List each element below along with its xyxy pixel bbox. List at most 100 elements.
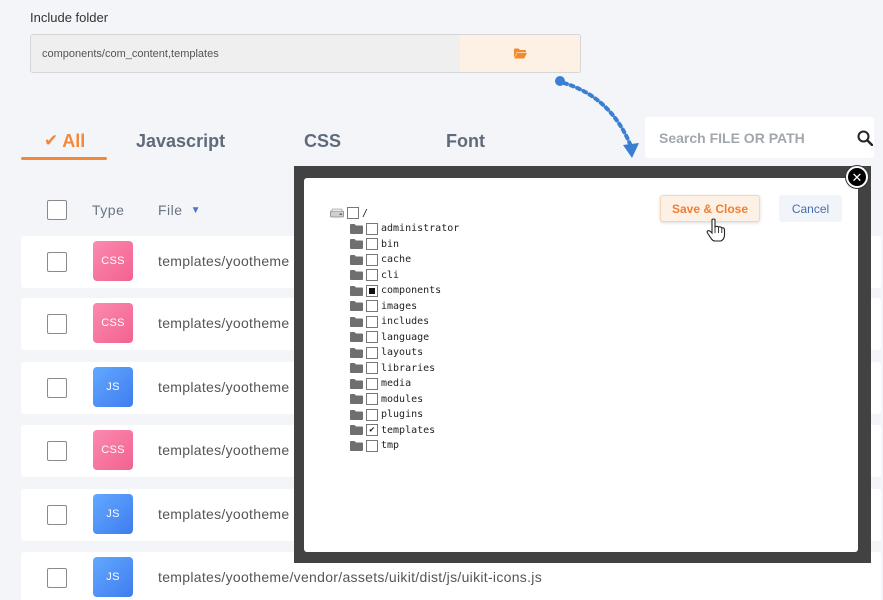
tree-folder-label: modules xyxy=(381,393,424,405)
tree-folder-label: tmp xyxy=(381,440,400,451)
include-folder-field xyxy=(30,34,581,73)
folder-icon xyxy=(350,285,363,296)
tree-folder-label: components xyxy=(381,285,442,296)
include-folder-input[interactable] xyxy=(31,35,460,72)
row-file-path[interactable]: templates/yootheme xyxy=(158,442,290,458)
tree-folder-label: bin xyxy=(381,238,400,250)
tree-checkbox[interactable] xyxy=(366,439,378,452)
folder-icon xyxy=(350,301,363,311)
tree-folder-label: layouts xyxy=(381,347,424,358)
row-checkbox[interactable] xyxy=(47,441,67,461)
tree-checkbox[interactable] xyxy=(366,300,378,312)
drive-icon xyxy=(330,208,344,218)
tree-folder-cache[interactable]: cache xyxy=(350,253,411,267)
table-header: Type File ▼ xyxy=(21,190,881,230)
tree-folder-includes[interactable]: includes xyxy=(350,315,429,329)
tree-folder-bin[interactable]: bin xyxy=(350,237,399,251)
type-badge: JS xyxy=(93,494,133,534)
row-file-path[interactable]: templates/yootheme/vendor/assets/uikit/d… xyxy=(158,569,543,585)
row-checkbox[interactable] xyxy=(47,252,67,272)
include-folder-label: Include folder xyxy=(30,10,109,25)
folder-icon xyxy=(350,332,363,342)
search-icon xyxy=(857,130,873,146)
folder-picker-overlay: Save & Close Cancel / administrator xyxy=(294,166,871,563)
tree-folder-media[interactable]: media xyxy=(350,377,411,391)
tree-folder-layouts[interactable]: layouts xyxy=(350,346,423,360)
tree-root[interactable]: / xyxy=(330,206,368,220)
dotted-arrow xyxy=(555,76,639,158)
tab-javascript[interactable]: Javascript xyxy=(136,130,226,151)
tree-folder-label: language xyxy=(381,331,430,343)
tree-root-label: / xyxy=(362,207,369,219)
folder-open-icon xyxy=(513,48,527,59)
type-badge: JS xyxy=(93,367,133,407)
tree-folder-administrator[interactable]: administrator xyxy=(350,222,459,236)
save-close-button[interactable]: Save & Close xyxy=(660,195,760,222)
tree-folder-templates[interactable]: templates xyxy=(350,423,435,437)
tree-checkbox[interactable] xyxy=(366,362,378,374)
row-checkbox[interactable] xyxy=(47,568,67,588)
tree-folder-label: includes xyxy=(381,316,430,327)
tree-folder-label: plugins xyxy=(381,409,424,420)
folder-icon xyxy=(350,316,363,327)
folder-icon xyxy=(350,378,363,389)
tree-checkbox[interactable] xyxy=(366,315,378,328)
search-box xyxy=(645,117,874,158)
tree-folder-label: administrator xyxy=(381,223,460,234)
folder-icon xyxy=(350,409,363,420)
close-icon[interactable]: ✕ xyxy=(846,166,868,188)
tree-folder-tmp[interactable]: tmp xyxy=(350,439,399,453)
folder-icon xyxy=(350,363,363,373)
tree-checkbox[interactable] xyxy=(366,377,378,390)
folder-icon xyxy=(350,347,363,358)
column-file[interactable]: File ▼ xyxy=(158,202,201,218)
folder-icon xyxy=(350,270,363,280)
tab-all-label: All xyxy=(62,130,86,151)
select-all-checkbox[interactable] xyxy=(47,200,67,220)
row-file-path[interactable]: templates/yootheme xyxy=(158,506,290,522)
tree-folder-label: media xyxy=(381,378,412,389)
row-file-path[interactable]: templates/yootheme xyxy=(158,379,290,395)
folder-icon xyxy=(350,223,363,234)
search-input[interactable] xyxy=(645,117,855,158)
tab-font[interactable]: Font xyxy=(446,130,485,151)
row-checkbox[interactable] xyxy=(47,378,67,398)
tree-folder-language[interactable]: language xyxy=(350,330,429,344)
tree-checkbox[interactable] xyxy=(347,207,359,219)
tree-folder-cli[interactable]: cli xyxy=(350,268,399,282)
tree-checkbox[interactable] xyxy=(366,269,378,281)
tree-folder-modules[interactable]: modules xyxy=(350,392,423,406)
tree-folder-libraries[interactable]: libraries xyxy=(350,361,435,375)
row-file-path[interactable]: templates/yootheme xyxy=(158,253,290,269)
tree-checkbox[interactable] xyxy=(366,331,378,343)
tree-checkbox[interactable] xyxy=(366,393,378,405)
tree-folder-plugins[interactable]: plugins xyxy=(350,408,423,422)
tree-folder-images[interactable]: images xyxy=(350,299,417,313)
tree-checkbox[interactable] xyxy=(366,408,378,421)
row-checkbox[interactable] xyxy=(47,314,67,334)
chevron-down-icon: ▼ xyxy=(190,204,201,216)
tree-checkbox[interactable] xyxy=(366,346,378,359)
cancel-button[interactable]: Cancel xyxy=(779,195,842,222)
tree-folder-label: cli xyxy=(381,269,400,281)
browse-folder-button[interactable] xyxy=(460,35,580,72)
folder-icon xyxy=(350,394,363,404)
tree-folder-components[interactable]: components xyxy=(350,284,441,298)
folder-picker-dialog: Save & Close Cancel / administrator xyxy=(304,178,858,552)
row-file-path[interactable]: templates/yootheme xyxy=(158,315,290,331)
tree-checkbox-partial[interactable] xyxy=(366,284,378,297)
column-file-label: File xyxy=(158,202,183,218)
tab-css[interactable]: CSS xyxy=(304,130,342,151)
tree-folder-label: libraries xyxy=(381,362,436,374)
tree-folder-label: templates xyxy=(381,424,436,436)
type-badge: JS xyxy=(93,557,133,597)
checkmark-icon: ✔ xyxy=(44,131,59,150)
tree-checkbox-checked[interactable] xyxy=(366,424,378,436)
tree-checkbox[interactable] xyxy=(366,222,378,235)
folder-icon xyxy=(350,254,363,265)
tab-all[interactable]: ✔ All xyxy=(44,127,85,155)
tree-checkbox[interactable] xyxy=(366,238,378,250)
search-button[interactable] xyxy=(855,117,874,158)
row-checkbox[interactable] xyxy=(47,505,67,525)
tree-checkbox[interactable] xyxy=(366,253,378,266)
